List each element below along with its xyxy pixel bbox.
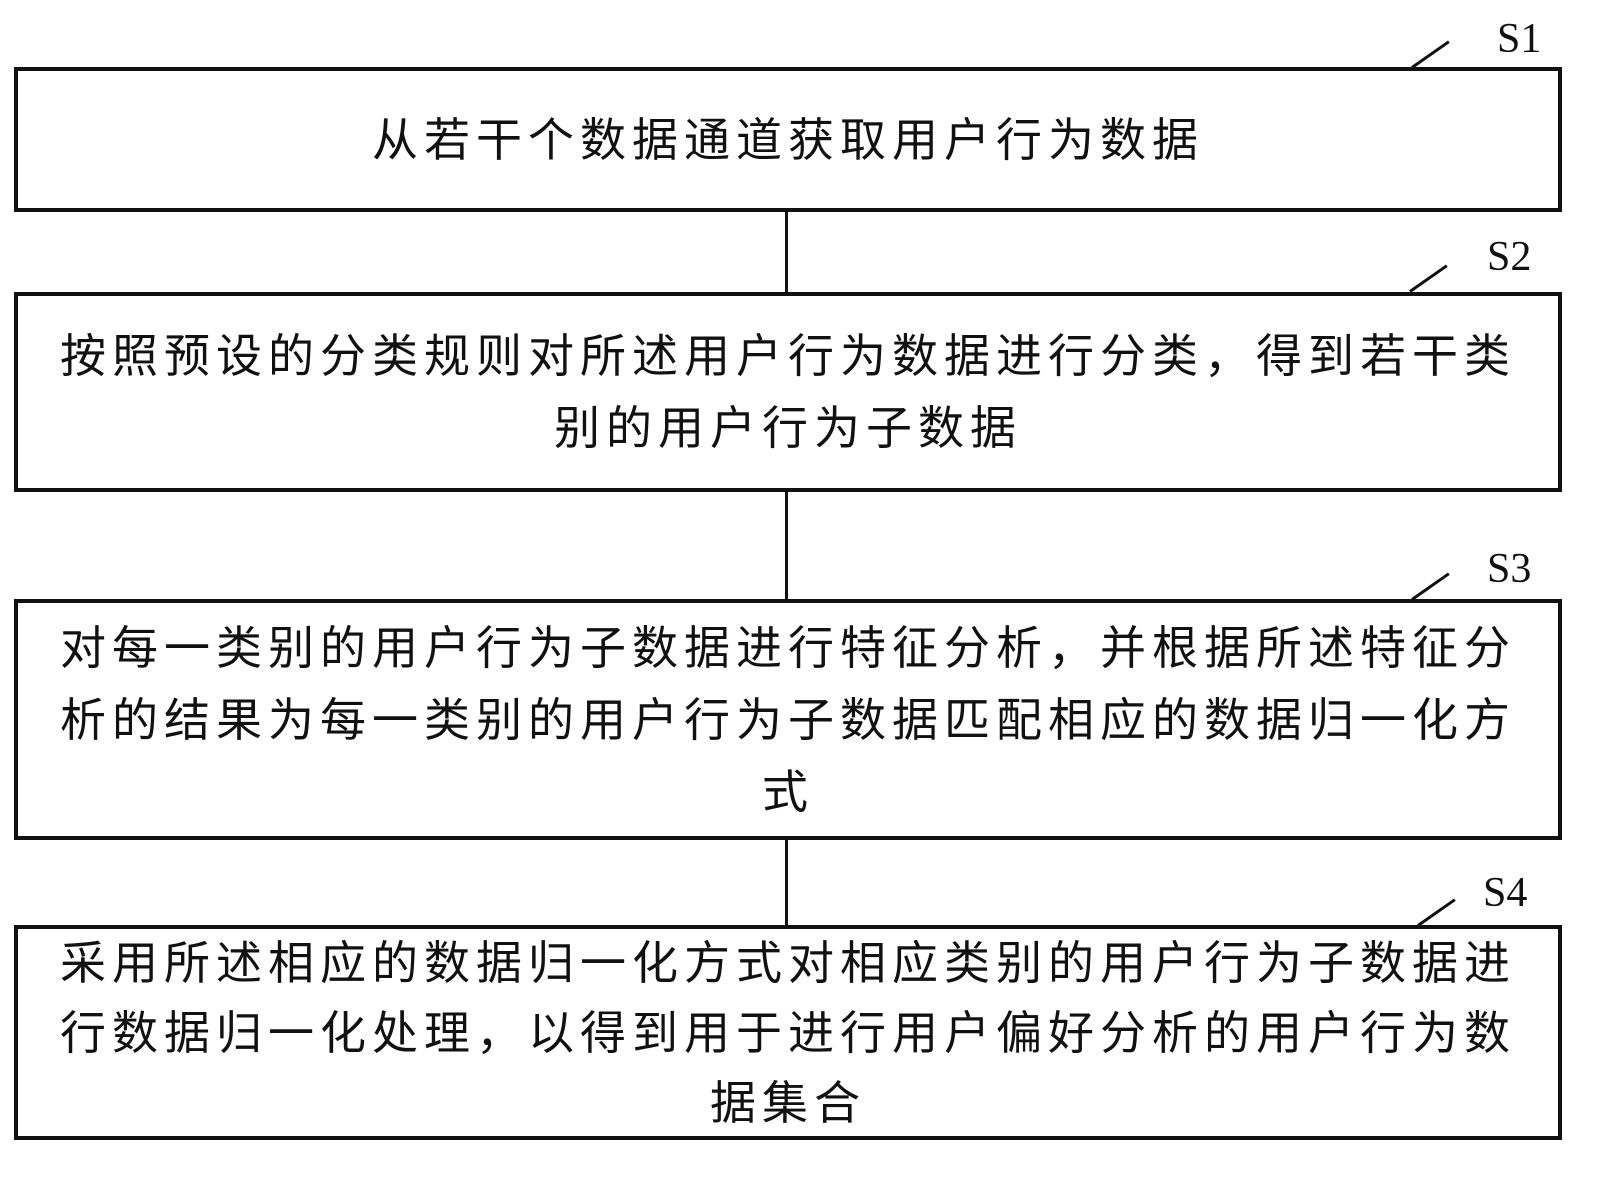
step-label-s1: S1: [1497, 16, 1542, 62]
step-text-s2: 按照预设的分类规则对所述用户行为数据进行分类，得到若干类别的用户行为子数据: [60, 329, 1516, 455]
step-label-s4: S4: [1483, 870, 1528, 916]
step-label-s3: S3: [1487, 546, 1532, 592]
connector-s3-s4: [785, 840, 788, 925]
leader-line-s3: [1411, 572, 1450, 601]
leader-line-s2: [1409, 264, 1448, 293]
connector-s2-s3: [785, 492, 788, 599]
step-text-s3: 对每一类别的用户行为子数据进行特征分析，并根据所述特征分析的结果为每一类别的用户…: [60, 620, 1516, 819]
step-box-s3: 对每一类别的用户行为子数据进行特征分析，并根据所述特征分析的结果为每一类别的用户…: [14, 599, 1562, 840]
connector-s1-s2: [785, 212, 788, 292]
step-text-s4: 采用所述相应的数据归一化方式对相应类别的用户行为子数据进行数据归一化处理，以得到…: [60, 935, 1516, 1130]
leader-line-s1: [1411, 40, 1450, 69]
step-text-s1: 从若干个数据通道获取用户行为数据: [372, 112, 1204, 167]
step-box-s1: 从若干个数据通道获取用户行为数据: [14, 67, 1562, 212]
step-box-s2: 按照预设的分类规则对所述用户行为数据进行分类，得到若干类别的用户行为子数据: [14, 292, 1562, 492]
step-label-s2: S2: [1487, 234, 1532, 280]
step-box-s4: 采用所述相应的数据归一化方式对相应类别的用户行为子数据进行数据归一化处理，以得到…: [14, 925, 1562, 1140]
leader-line-s4: [1417, 898, 1456, 927]
